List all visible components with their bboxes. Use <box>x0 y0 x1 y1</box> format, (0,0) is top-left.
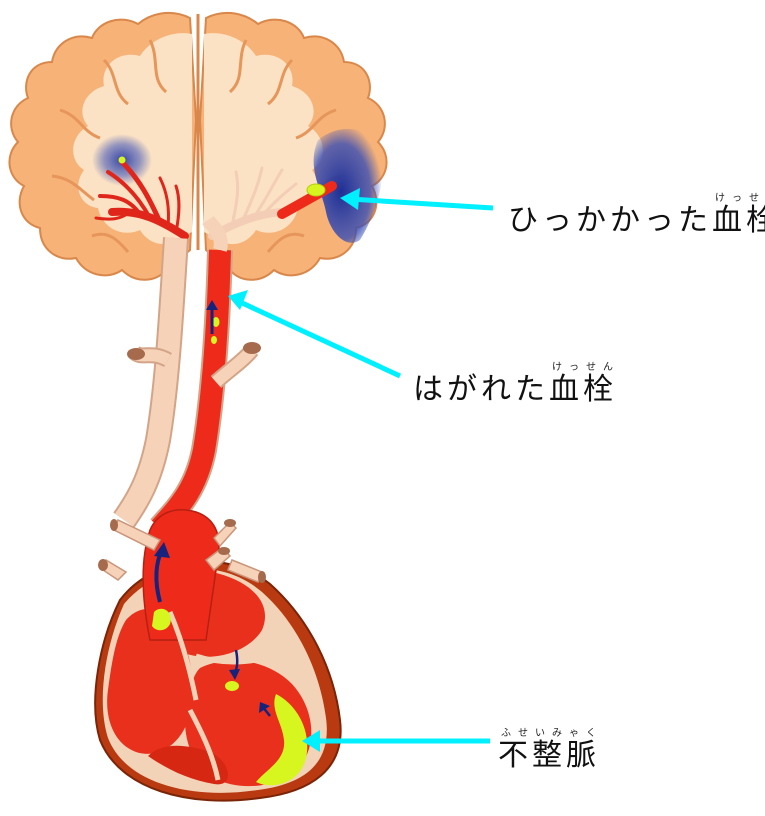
label-detached-clot: はがれた血栓けっせん <box>413 362 617 405</box>
label-stuck-clot-text: ひっかかった <box>508 203 712 238</box>
label-detached-clot-text: はがれた <box>413 372 549 407</box>
heart <box>95 510 340 801</box>
label-arrhythmia-ruby: ふせいみゃく <box>498 728 600 739</box>
small-clot-left <box>119 157 126 164</box>
brain <box>9 13 386 280</box>
heart-clot-small <box>225 681 239 691</box>
label-detached-clot-ruby: けっせん <box>549 362 617 373</box>
label-arrhythmia-kanji: 不整脈ふせいみゃく <box>498 738 600 773</box>
detached-clot <box>213 317 220 327</box>
stuck-clot <box>307 184 325 196</box>
label-stuck-clot: ひっかかった血栓けっせん <box>508 193 765 236</box>
label-stuck-clot-ruby: けっせん <box>712 193 765 204</box>
label-stuck-clot-kanji: 血栓けっせん <box>712 203 765 238</box>
label-detached-clot-kanji: 血栓けっせん <box>549 372 617 407</box>
label-arrhythmia: 不整脈ふせいみゃく <box>498 728 600 771</box>
pointer-detached-clot <box>240 302 400 376</box>
